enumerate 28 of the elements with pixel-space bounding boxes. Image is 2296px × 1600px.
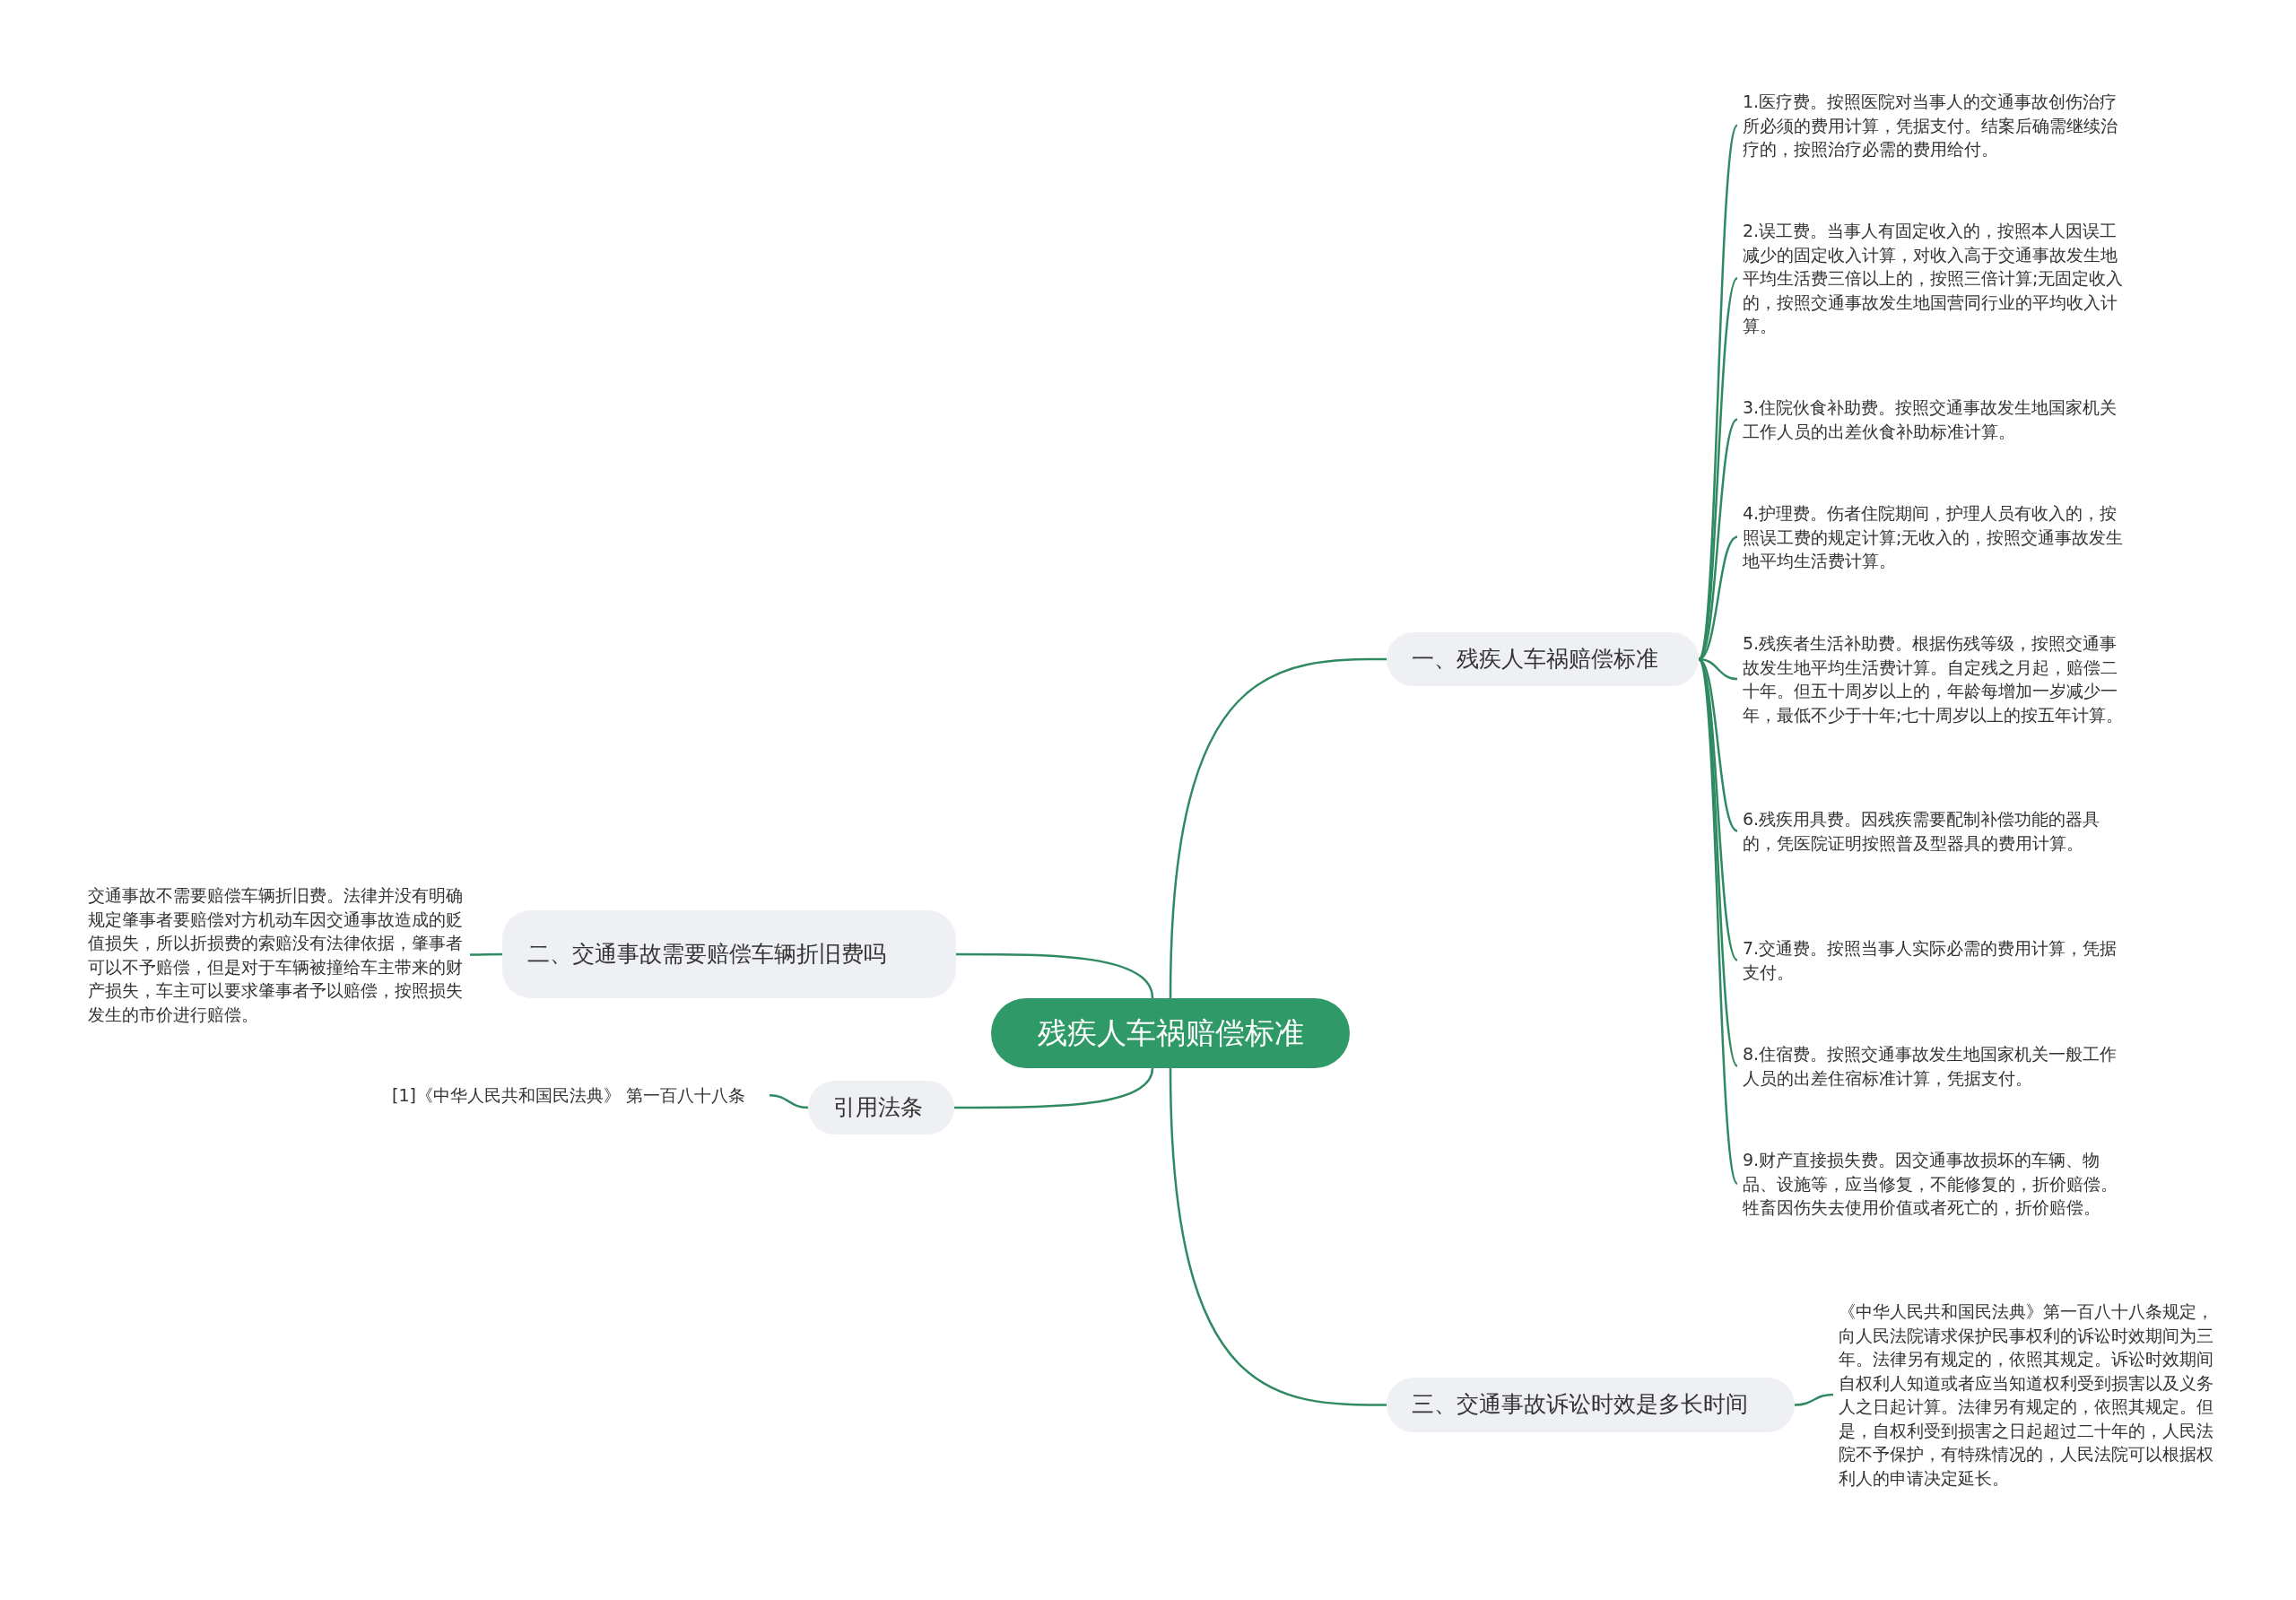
topic-pill: 三、交通事故诉讼时效是多长时间 <box>1387 1378 1795 1432</box>
note-text: 5.残疾者生活补助费。根据伤残等级，按照交通事故发生地平均生活费计算。自定残之月起，赔偿二十年。但五十周岁以上的，年龄每增加一岁减少一年，最低不少于十年;七十周岁以上的按五年计算。 <box>1743 631 2124 726</box>
connector-line <box>1697 125 1739 660</box>
note-text: 2.误工费。当事人有固定收入的，按照本人因误工减少的固定收入计算，对收入高于交通事故发生地平均生活费三倍以上的，按照三倍计算;无固定收入的，按照交通事故发生地国营同行业的平均收入计算。 <box>1743 219 2124 338</box>
note-text: 3.住院伙食补助费。按照交通事故发生地国家机关工作人员的出差伙食补助标准计算。 <box>1743 396 2124 443</box>
note-text: 《中华人民共和国民法典》第一百八十八条规定，向人民法院请求保护民事权利的诉讼时效期间为三年。法律另有规定的，依照其规定。诉讼时效期间自权利人知道或者应当知道权利受到损害以及义务人之日起计算。法律另有规定的，依照其规定。但是，自权利受到损害之日起超过二十年的，人民法院不予保护，有特殊情况的，人民法院可以根据权利人的申请决定延长。 <box>1839 1300 2215 1490</box>
connector-line <box>954 1067 1154 1109</box>
connector-line <box>1794 1393 1834 1406</box>
note-text: 7.交通费。按照当事人实际必需的费用计算，凭据支付。 <box>1743 936 2124 984</box>
connector-line <box>1169 1067 1387 1406</box>
connector-line <box>470 952 502 956</box>
central-topic: 残疾人车祸赔偿标准 <box>991 998 1350 1068</box>
connector-line <box>956 952 1154 999</box>
note-text: 9.财产直接损失费。因交通事故损坏的车辆、物品、设施等，应当修复，不能修复的，折价赔偿。牲畜因伤失去使用价值或者死亡的，折价赔偿。 <box>1743 1148 2124 1220</box>
connector-line <box>769 1094 809 1109</box>
note-text: 6.残疾用具费。因残疾需要配制补偿功能的器具的，凭医院证明按照普及型器具的费用计算。 <box>1743 807 2124 855</box>
note-text: [1]《中华人民共和国民法典》 第一百八十八条 <box>392 1083 764 1108</box>
topic-pill: 二、交通事故需要赔偿车辆折旧费吗 <box>502 910 956 998</box>
connector-line <box>1698 418 1738 660</box>
topic-pill: 引用法条 <box>808 1081 954 1135</box>
note-text: 8.住宿费。按照交通事故发生地国家机关一般工作人员的出差住宿标准计算，凭据支付。 <box>1743 1042 2124 1090</box>
topic-pill: 一、残疾人车祸赔偿标准 <box>1387 632 1699 686</box>
note-text: 4.护理费。伤者住院期间，护理人员有收入的，按照误工费的规定计算;无收入的，按照交通事故发生地平均生活费计算。 <box>1743 501 2124 573</box>
connector-line <box>1169 657 1387 999</box>
connector-line <box>1698 658 1738 961</box>
note-text: 交通事故不需要赔偿车辆折旧费。法律并没有明确规定肇事者要赔偿对方机动车因交通事故造成的贬值损失，所以折损费的索赔没有法律依据，肇事者可以不予赔偿，但是对于车辆被撞给车主带来的财产损失，车主可以要求肇事者予以赔偿，按照损失发生的市价进行赔偿。 <box>88 883 465 1026</box>
note-text: 1.医疗费。按照医院对当事人的交通事故创伤治疗所必须的费用计算，凭据支付。结案后确需继续治疗的，按照治疗必需的费用给付。 <box>1743 90 2124 161</box>
connector-line <box>1697 658 1739 1185</box>
